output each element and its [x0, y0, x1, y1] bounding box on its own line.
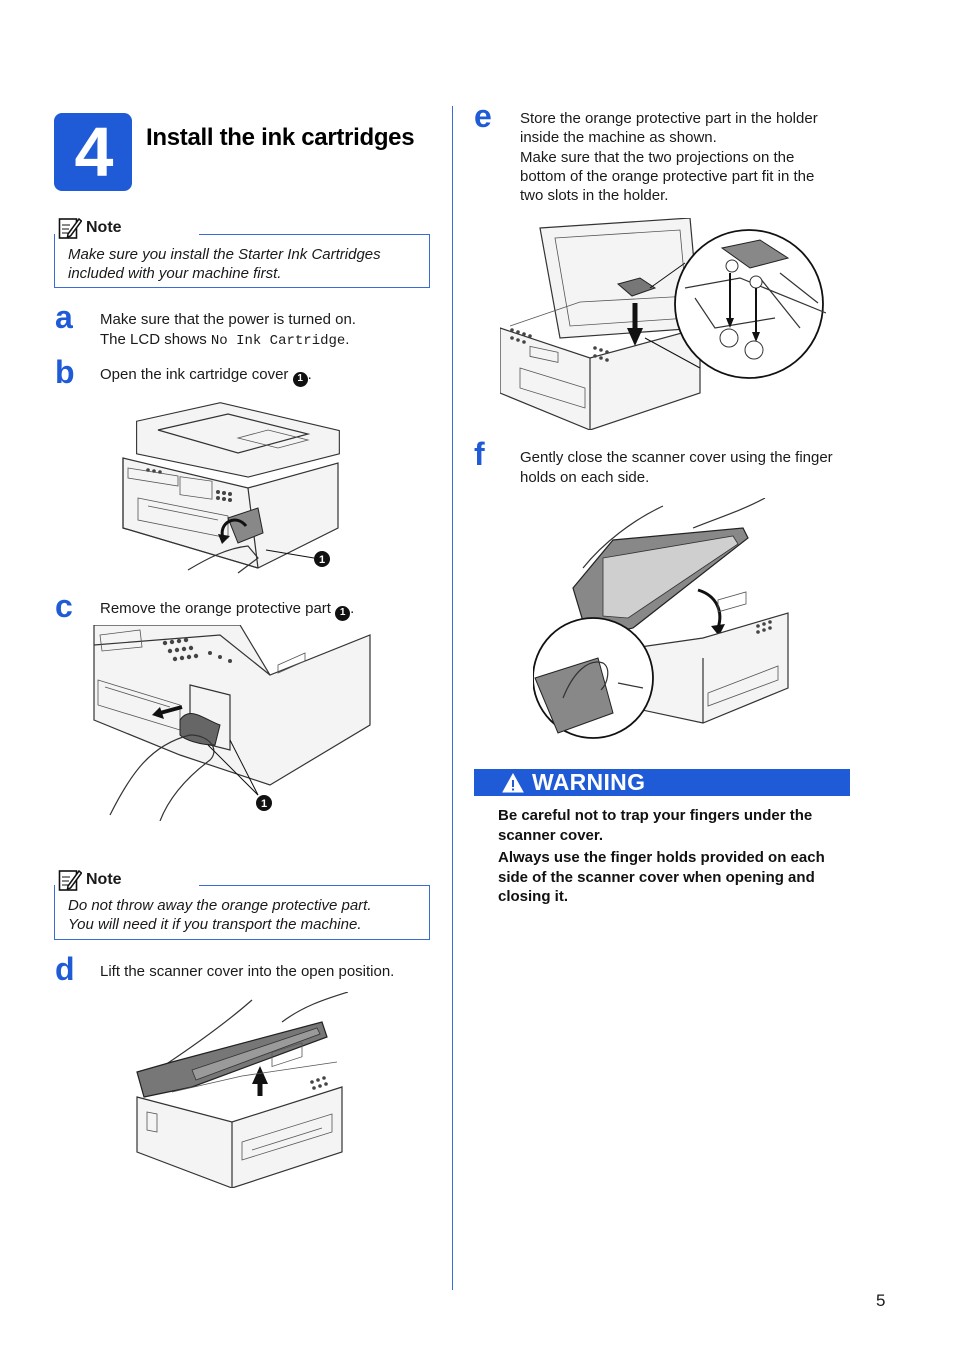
column-divider — [452, 106, 453, 1290]
note-text-line: Make sure you install the Starter Ink Ca… — [68, 246, 381, 263]
step-e-line: Store the orange protective part in the … — [520, 110, 818, 127]
figure-close-scanner-cover — [533, 498, 789, 739]
step-number-badge: 4 — [54, 113, 132, 191]
note-header-1: Note — [58, 216, 122, 240]
note-box-2: Do not throw away the orange protective … — [54, 885, 430, 940]
figure-callout: 1 — [319, 554, 325, 566]
figure-store-protective-part — [500, 218, 826, 430]
callout-marker: 1 — [335, 605, 351, 621]
step-letter-f: f — [474, 436, 485, 472]
figure-callout: 1 — [261, 798, 267, 810]
warning-triangle-icon — [502, 772, 524, 792]
step-f-line: holds on each side. — [520, 469, 650, 486]
warning-text-1: Be careful not to trap your fingers unde… — [498, 806, 812, 845]
step-e-line: Make sure that the two projections on th… — [520, 148, 795, 166]
warning-line: closing it. — [498, 888, 569, 905]
step-e-text: Store the orange protective part in the … — [520, 109, 818, 205]
warning-banner: WARNING — [474, 769, 850, 796]
step-letter-b: b — [55, 354, 75, 390]
note-text-line: Do not throw away the orange protective … — [68, 897, 372, 914]
step-b-text: Open the ink cartridge cover 1. — [100, 365, 312, 387]
step-c-line: Remove the orange protective part — [100, 600, 336, 617]
warning-line: Always use the finger holds provided on … — [498, 849, 825, 866]
step-letter-a: a — [55, 299, 73, 335]
step-a-line: The LCD shows — [100, 331, 211, 348]
note-text-line: You will need it if you transport the ma… — [68, 916, 362, 933]
figure-lift-scanner-cover — [136, 992, 348, 1188]
step-letter-d: d — [55, 951, 75, 987]
step-f-line: Gently close the scanner cover using the… — [520, 449, 833, 466]
warning-line: side of the scanner cover when opening a… — [498, 868, 815, 886]
note-label: Note — [86, 871, 122, 888]
figure-remove-protective-part: 1 — [93, 625, 371, 821]
step-a-line: Make sure that the power is turned on. — [100, 311, 356, 328]
warning-text-2: Always use the finger holds provided on … — [498, 848, 825, 907]
figure-open-ink-cover: 1 — [122, 402, 340, 574]
note-label: Note — [86, 219, 122, 236]
note-box-1: Make sure you install the Starter Ink Ca… — [54, 234, 430, 288]
step-letter-c: c — [55, 588, 73, 624]
callout-marker: 1 — [292, 371, 308, 387]
lcd-message: No Ink Cartridge — [210, 333, 346, 349]
step-c-text: Remove the orange protective part 1. — [100, 599, 354, 621]
warning-label: WARNING — [532, 769, 646, 795]
note-header-2: Note — [58, 868, 122, 892]
warning-line: Be careful not to trap your fingers unde… — [498, 807, 813, 824]
note-text-line: included with your machine first. — [68, 265, 282, 282]
section-title: Install the ink cartridges — [146, 124, 415, 151]
step-letter-e: e — [474, 98, 492, 134]
step-c-punct: . — [350, 600, 355, 617]
step-e-line: two slots in the holder. — [520, 187, 669, 205]
step-e-line: bottom of the orange protective part fit… — [520, 167, 815, 185]
step-a-punct: . — [345, 331, 350, 348]
step-b-punct: . — [307, 366, 312, 383]
step-d-text: Lift the scanner cover into the open pos… — [100, 963, 395, 980]
note-pencil-icon — [58, 869, 82, 891]
step-f-text: Gently close the scanner cover using the… — [520, 448, 833, 488]
step-b-line: Open the ink cartridge cover — [100, 366, 293, 383]
warning-line: scanner cover. — [498, 826, 604, 844]
step-a-text: Make sure that the power is turned on. T… — [100, 310, 356, 351]
page-number: 5 — [876, 1291, 886, 1310]
note-pencil-icon — [58, 217, 82, 239]
step-e-line: inside the machine as shown. — [520, 129, 717, 147]
